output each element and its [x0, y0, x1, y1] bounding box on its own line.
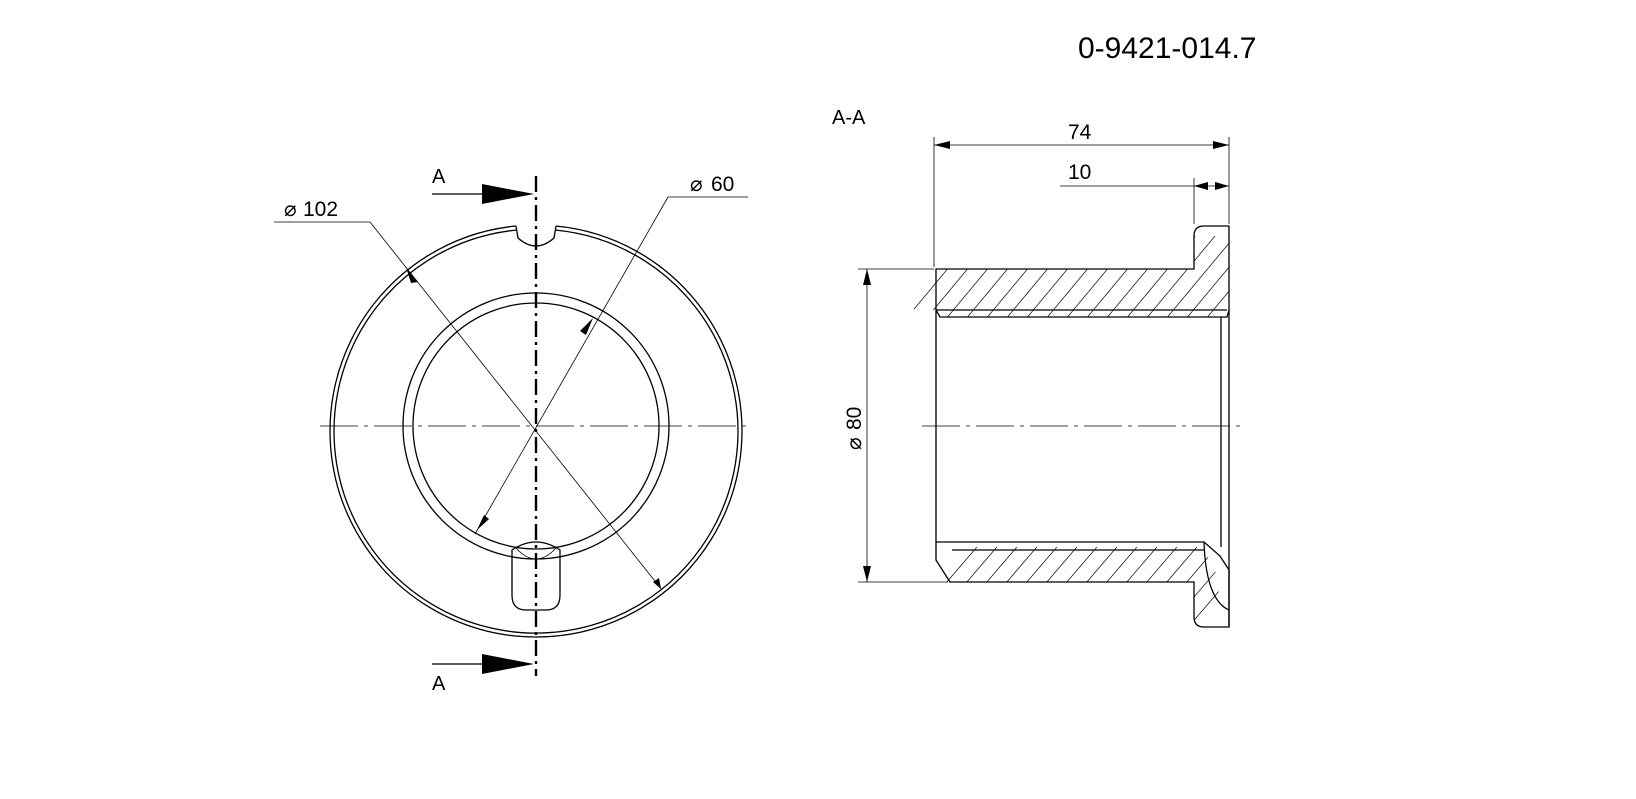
dim-80-arrow-top [863, 269, 871, 285]
section-view: A-A [832, 107, 1246, 628]
drawing-number: 0-9421-014.7 [1078, 32, 1256, 65]
section-view-label: A-A [832, 107, 866, 129]
dim-102-symbol: ⌀ [284, 198, 297, 221]
dim-80-label: ⌀ 80 [843, 407, 866, 450]
dim-10-arrow-right [1215, 182, 1229, 190]
section-hatch-top [914, 236, 1229, 317]
section-bottom-keyway-curve [1203, 541, 1230, 611]
section-arrow-bottom-head [482, 654, 534, 674]
dim-102-line [369, 221, 663, 591]
dim-60-symbol: ⌀ [690, 173, 703, 196]
dim-102-arrow-top [406, 267, 418, 283]
dim-80-symbol: ⌀ [843, 437, 866, 450]
dim-10-value: 10 [1068, 161, 1091, 184]
dim-60-arrow-top [580, 318, 593, 335]
front-view: A A ⌀ 102 ⌀ 60 [274, 166, 748, 695]
dim-60-arrow-bottom [477, 515, 489, 530]
section-top-wall-outline [935, 225, 1230, 318]
dim-102-arrow-bottom [653, 578, 661, 589]
dim-102-value: 102 [303, 198, 338, 221]
dim-74-value: 74 [1068, 121, 1092, 144]
outer-circle-chamfer [329, 225, 743, 638]
section-hatch-bottom [914, 542, 1227, 627]
dim-74-arrow-left [934, 141, 950, 149]
dim-80-value: 80 [843, 407, 866, 430]
dim-80-arrow-bottom [863, 566, 871, 582]
dim-60-line [474, 196, 669, 535]
section-bottom-wall-outline [935, 541, 1230, 628]
section-marker-top: A [432, 166, 446, 188]
bottom-keyway-slot [511, 541, 561, 611]
section-marker-bottom: A [432, 673, 446, 695]
dim-60-value: 60 [711, 173, 734, 196]
dim-74-arrow-right [1213, 141, 1229, 149]
dim-10-arrow-left [1194, 182, 1208, 190]
section-arrow-top-head [482, 184, 534, 204]
